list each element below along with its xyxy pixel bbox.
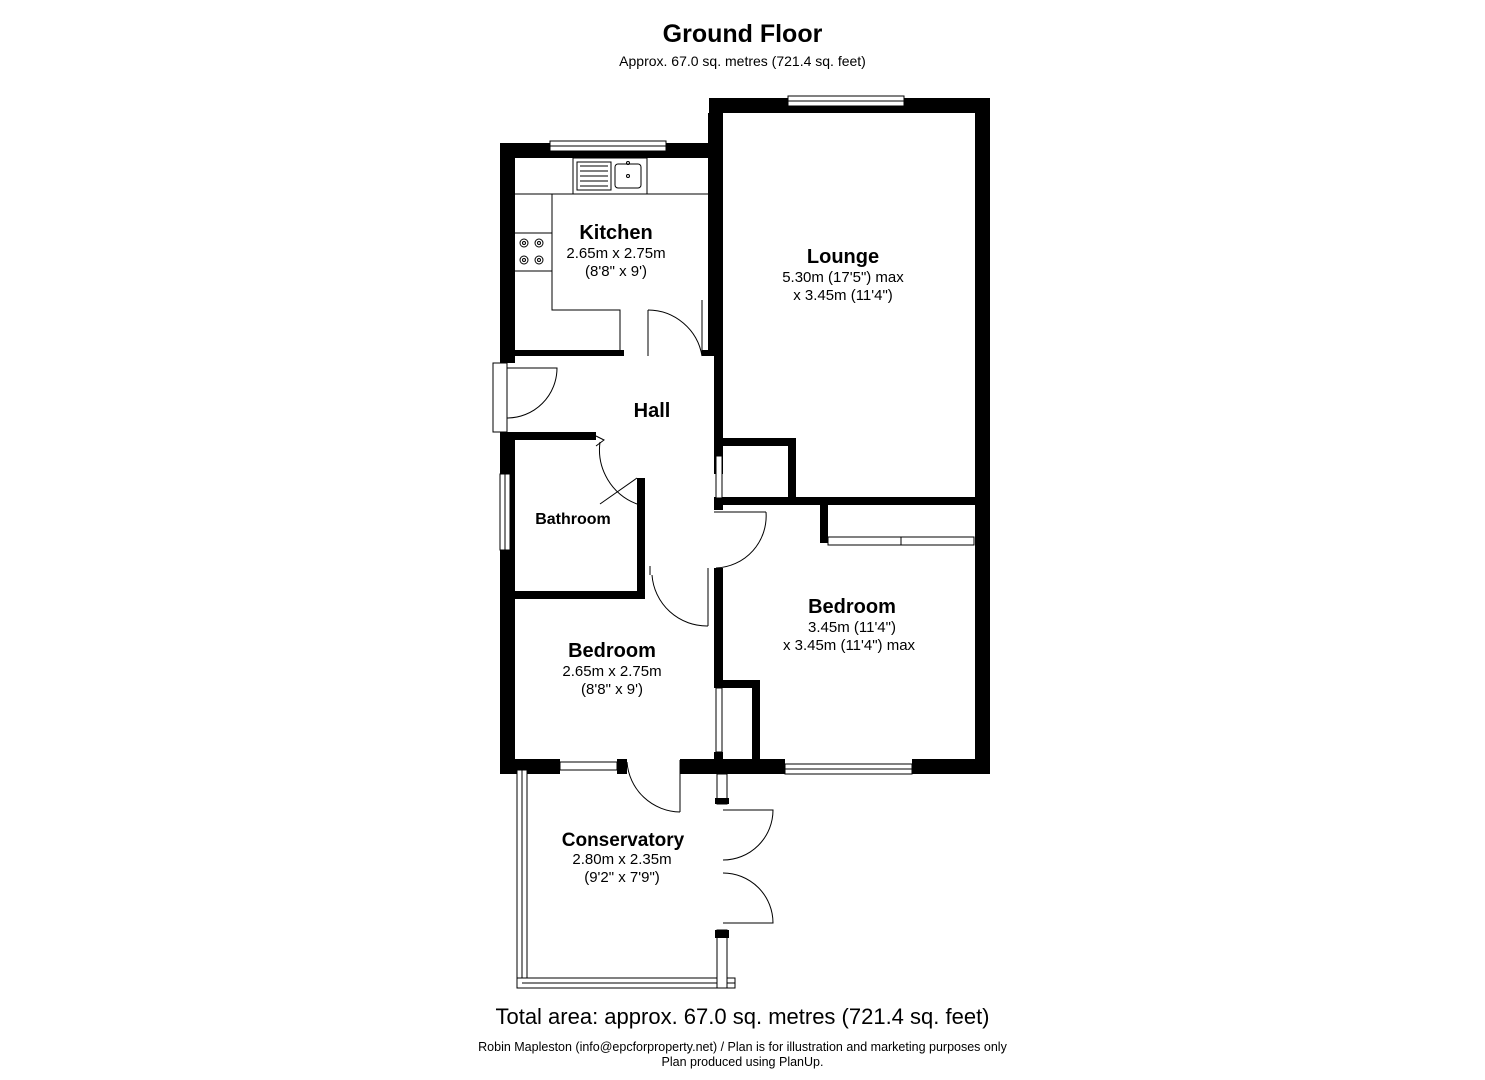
conservatory-dim-imperial: (9'2" x 7'9") [584, 869, 660, 886]
kitchen-dim-imperial: (8'8" x 9') [585, 263, 647, 280]
kitchen-door [647, 300, 703, 357]
bedroom1-door [714, 511, 767, 569]
bedroom2-dim-imperial: (8'8" x 9') [581, 681, 643, 698]
bathroom-door [595, 435, 638, 505]
conservatory-frame [516, 769, 736, 989]
bathroom-name: Bathroom [535, 511, 611, 528]
lounge-dim-2: x 3.45m (11'4") [793, 287, 893, 304]
room-hall: Hall [634, 400, 671, 422]
room-lounge: Lounge 5.30m (17'5") max x 3.45m (11'4") [782, 246, 904, 304]
bedroom2-dim-metric: 2.65m x 2.75m [562, 663, 661, 680]
bedroom1-name: Bedroom [808, 596, 896, 618]
total-area: Total area: approx. 67.0 sq. metres (721… [495, 1004, 990, 1029]
room-kitchen: Kitchen 2.65m x 2.75m (8'8" x 9') [566, 222, 665, 280]
bedroom2-name: Bedroom [568, 640, 656, 662]
interior-walls [514, 113, 982, 774]
kitchen-name: Kitchen [579, 222, 652, 244]
room-bathroom: Bathroom [535, 511, 611, 528]
produced-line: Plan produced using PlanUp. [661, 1055, 824, 1069]
windows [499, 95, 975, 775]
bedroom1-dim-2: x 3.45m (11'4") max [783, 637, 916, 654]
credit-line: Robin Mapleston (info@epcforproperty.net… [478, 1040, 1007, 1054]
room-bedroom-1: Bedroom 3.45m (11'4") x 3.45m (11'4") ma… [783, 596, 916, 654]
sink-icon [572, 157, 648, 195]
bedroom2-door [649, 566, 709, 627]
room-conservatory: Conservatory 2.80m x 2.35m (9'2" x 7'9") [562, 830, 685, 886]
bedroom1-dim-1: 3.45m (11'4") [808, 619, 896, 636]
plan-title: Ground Floor [662, 20, 823, 48]
entrance-door [492, 362, 558, 433]
hall-name: Hall [634, 400, 671, 422]
conservatory-name: Conservatory [562, 830, 685, 851]
lounge-dim-1: 5.30m (17'5") max [782, 269, 904, 286]
lounge-name: Lounge [807, 246, 879, 268]
room-bedroom-2: Bedroom 2.65m x 2.75m (8'8" x 9') [562, 640, 661, 698]
kitchen-dim-metric: 2.65m x 2.75m [566, 245, 665, 262]
plan-subtitle: Approx. 67.0 sq. metres (721.4 sq. feet) [619, 53, 866, 69]
patio-doors [722, 809, 774, 924]
conservatory-door [626, 760, 681, 813]
hob-icon [513, 232, 553, 272]
conservatory-dim-metric: 2.80m x 2.35m [572, 851, 671, 868]
